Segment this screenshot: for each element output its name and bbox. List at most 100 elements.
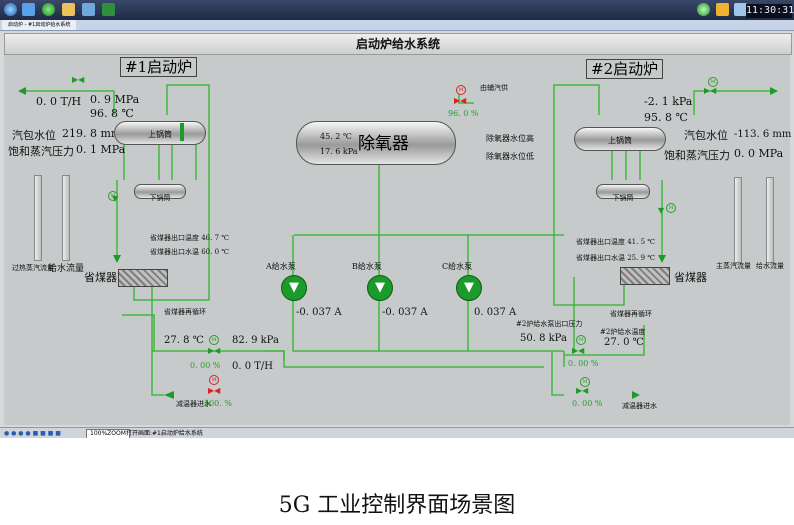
deaerator-level-high: 除氧器水位高: [486, 134, 534, 143]
pump-b[interactable]: ▼: [367, 275, 393, 301]
browser-icon[interactable]: [42, 3, 55, 16]
boiler1-feed-valve-icon[interactable]: ▶◀: [208, 346, 221, 355]
boiler2-title: #2启动炉: [586, 59, 664, 79]
zoom-select[interactable]: 100%ZOOM: [86, 429, 130, 438]
pipe-network: [18, 84, 778, 399]
pump-c-label: C给水泵: [442, 262, 473, 271]
boiler1-sat-pressure-value: 0. 1 MPa: [76, 143, 126, 156]
boiler2-drum-valve-icon[interactable]: ▼: [658, 206, 665, 215]
boiler1-lower-drum-label: 下锅筒: [149, 194, 171, 202]
boiler1-flow-instrument-icon: M: [108, 191, 118, 201]
boiler2-desuper-valve: 0. 00 %: [572, 399, 603, 408]
boiler2-drum-level-label: 汽包水位: [684, 129, 728, 142]
boiler1-drum-valve-icon[interactable]: ▼: [112, 194, 119, 203]
boiler1-valve-open: 0. 00 %: [190, 361, 221, 370]
boiler1-gauge-right-label: 给水流量: [48, 264, 85, 274]
tab-active[interactable]: 启动炉 - #1启动炉给水系统: [2, 20, 77, 30]
monitor-icon[interactable]: [102, 3, 115, 16]
boiler2-desuper-instrument-icon: M: [580, 377, 590, 387]
boiler2-desuper-valve-icon[interactable]: ▶◀: [576, 386, 589, 395]
boiler1-upper-drum-label: 上锅筒: [148, 130, 172, 139]
boiler2-pressure: -2. 1 kPa: [644, 95, 693, 108]
boiler1-feed-temp: 27. 8 ℃: [164, 335, 204, 346]
boiler2-upper-drum: 上锅筒: [574, 127, 666, 151]
boiler1-sat-pressure-label: 饱和蒸汽压力: [8, 145, 74, 158]
boiler1-feed-flow: 0. 0 T/H: [232, 361, 274, 372]
boiler1-title: #1启动炉: [120, 57, 198, 77]
boiler1-drum-level-label: 汽包水位: [12, 129, 56, 142]
computer-icon[interactable]: [22, 3, 35, 16]
boiler2-temperature: 95. 8 ℃: [644, 111, 688, 124]
boiler1-economizer-label: 省煤器: [84, 271, 117, 284]
boiler1-feed-instrument-icon: M: [209, 335, 219, 345]
boiler1-desuper-label: 减温器进水: [176, 400, 211, 408]
boiler2-econ-in-temp: 省煤器出口温度 41. 5 ℃: [576, 238, 656, 246]
boiler2-economizer-label: 省煤器: [674, 271, 707, 284]
pump-a-current: -0. 037 A: [296, 307, 342, 318]
boiler2-steam-valve-icon[interactable]: ▶◀: [704, 86, 717, 95]
boiler2-gauge-right-label: 给水流量: [756, 262, 784, 270]
boiler2-lower-drum: 下锅筒: [596, 184, 650, 202]
taskbar: 11:30:31: [0, 0, 794, 20]
boiler1-feed-pressure: 82. 9 kPa: [232, 335, 279, 346]
boiler2-feed-pressure: 50. 8 kPa: [520, 333, 567, 344]
boiler2-steam-instrument-icon: M: [708, 77, 718, 87]
boiler2-feed-temp: 27. 0 ℃: [604, 337, 644, 348]
network-icon[interactable]: [697, 3, 710, 16]
boiler2-flow-instrument-icon: M: [666, 203, 676, 213]
speaker-icon[interactable]: [716, 3, 729, 16]
boiler2-upper-drum-label: 上锅筒: [608, 136, 632, 145]
clock: 11:30:31: [746, 4, 794, 18]
boiler1-drum-level-value: 219. 8 mm: [62, 127, 122, 140]
pump-c[interactable]: ▼: [456, 275, 482, 301]
pump-c-current: 0. 037 A: [474, 307, 517, 318]
boiler2-sat-pressure-value: 0. 0 MPa: [734, 147, 784, 160]
folder-icon[interactable]: [62, 3, 75, 16]
boiler2-feed-temp-label: #2炉给水温度: [600, 328, 646, 336]
start-orb-icon[interactable]: [4, 3, 17, 16]
boiler1-econ-in-temp: 省煤器出口温度 46. 7 ℃: [150, 234, 230, 242]
boiler2-steam-flow-gauge: [734, 177, 742, 263]
boiler2-desuper-label: 减温器进水: [622, 402, 657, 410]
boiler1-temperature: 96. 8 ℃: [90, 107, 134, 120]
boiler1-steam-flow-gauge: [34, 175, 42, 261]
pump-a[interactable]: ▼: [281, 275, 307, 301]
boiler2-sat-pressure-label: 饱和蒸汽压力: [664, 149, 730, 162]
boiler1-upper-drum: 上锅筒: [114, 121, 206, 145]
boiler1-pressure: 0. 9 MPa: [90, 93, 140, 106]
boiler2-valve-open: 0. 00 %: [568, 359, 599, 368]
boiler1-steam-valve-icon[interactable]: ▶◀: [72, 75, 85, 84]
boiler1-desuper-instrument-icon: M: [209, 375, 219, 385]
boiler2-econ-out-temp: 省煤器出口水温 25. 9 ℃: [576, 254, 656, 262]
tab-bar: 启动炉 - #1启动炉给水系统: [0, 20, 794, 31]
boiler1-desuper-valve-icon[interactable]: ▶◀: [208, 386, 221, 395]
process-diagram: #1启动炉 0. 0 T/H 0. 9 MPa 96. 8 ℃ 汽包水位 219…: [4, 55, 792, 425]
deaerator-level-low: 除氧器水位低: [486, 152, 534, 161]
pump-a-label: A给水泵: [266, 262, 296, 271]
status-text: 打开画面:#1启动炉给水系统: [126, 430, 203, 437]
boiler2-gauge-left-label: 主蒸汽流量: [716, 262, 751, 270]
boiler1-outlet-flow: 0. 0 T/H: [36, 95, 82, 108]
boiler2-feed-pressure-label: #2炉给水泵出口压力: [516, 320, 583, 328]
boiler2-lower-drum-label: 下锅筒: [612, 194, 634, 202]
caption: 5G 工业控制界面场景图: [278, 493, 516, 518]
status-bar: ● ● ● ● ■ ■ ■ ■ 100%ZOOM 打开画面:#1启动炉给水系统: [0, 427, 794, 438]
deaerator-temperature: 45. 2 ℃: [320, 132, 352, 141]
flag-icon[interactable]: [734, 3, 747, 16]
aux-steam-valve-open: 96. 0 %: [448, 109, 479, 118]
boiler2-drum-level-value: -113. 6 mm: [734, 129, 792, 140]
boiler1-feed-flow-gauge: [62, 175, 70, 261]
deaerator-pressure: 17. 6 kPa: [320, 147, 358, 156]
aux-steam-valve-icon[interactable]: ▶◀: [454, 96, 467, 105]
boiler1-level-indicator: [180, 123, 184, 141]
boiler1-econ-out-temp: 省煤器出口水温 60. 0 ℃: [150, 248, 230, 256]
chart-icon[interactable]: [82, 3, 95, 16]
deaerator-tank: [296, 121, 456, 165]
boiler1-economizer: [118, 269, 168, 287]
boiler2-feed-valve-icon[interactable]: ▶◀: [572, 346, 585, 355]
boiler1-recirc-label: 省煤器再循环: [164, 308, 206, 316]
aux-steam-instrument-icon: M: [456, 85, 466, 95]
boiler2-economizer: [620, 267, 670, 285]
boiler1-gauge-left-label: 过热蒸汽流量: [12, 264, 54, 272]
statusbar-icons: ● ● ● ● ■ ■ ■ ■: [4, 430, 61, 437]
